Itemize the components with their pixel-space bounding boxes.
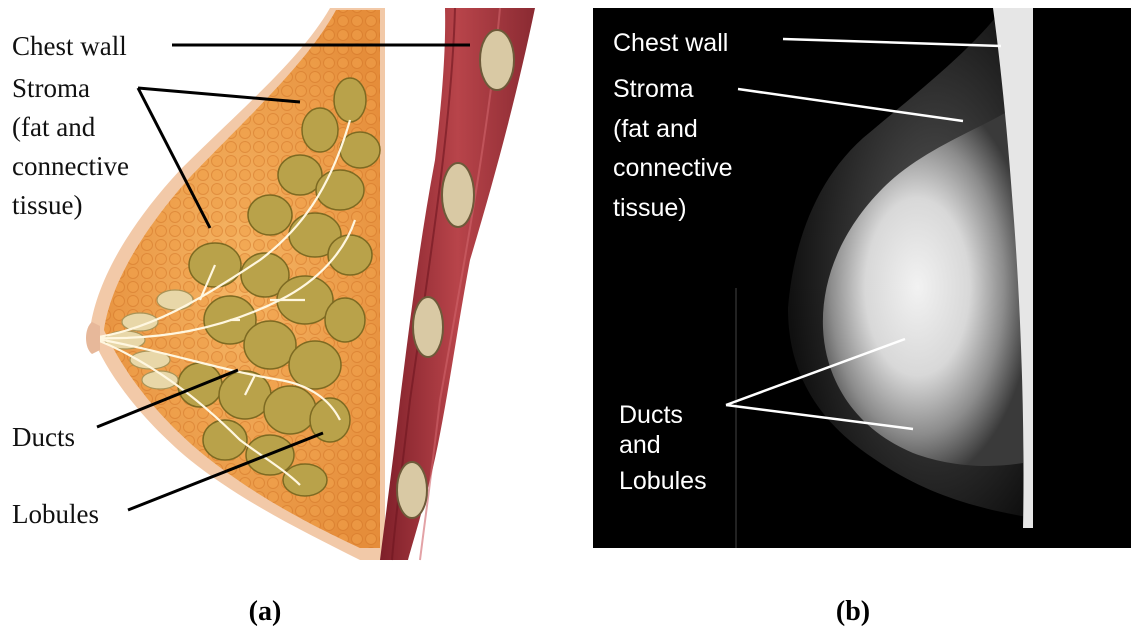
label-stroma-b-line2: (fat and	[613, 115, 698, 143]
caption-a: (a)	[205, 596, 325, 628]
label-chest-wall: Chest wall	[12, 31, 127, 61]
breast-anatomy-illustration: Chest wall Stroma (fat and connective ti…	[0, 0, 560, 570]
label-ducts-b: Ducts	[619, 401, 683, 429]
label-lobules: Lobules	[12, 499, 99, 529]
label-stroma-b-line4: tissue)	[613, 194, 687, 222]
label-lobules-b: Lobules	[619, 467, 707, 495]
label-chest-wall-b: Chest wall	[613, 29, 728, 57]
nipple	[86, 322, 100, 354]
label-stroma-line2: (fat and	[12, 112, 96, 142]
anatomy-svg: Chest wall Stroma (fat and connective ti…	[0, 0, 560, 570]
label-stroma-line3: connective	[12, 151, 129, 181]
mammogram-image: Chest wall Stroma (fat and connective ti…	[593, 8, 1131, 548]
caption-b: (b)	[793, 596, 913, 628]
label-and-b: and	[619, 431, 661, 459]
label-stroma-b: Stroma	[613, 75, 694, 103]
label-stroma-b-line3: connective	[613, 154, 733, 182]
mammogram-svg: Chest wall Stroma (fat and connective ti…	[593, 8, 1131, 548]
label-stroma: Stroma	[12, 73, 90, 103]
label-stroma-line4: tissue)	[12, 190, 83, 220]
label-ducts: Ducts	[12, 422, 75, 452]
